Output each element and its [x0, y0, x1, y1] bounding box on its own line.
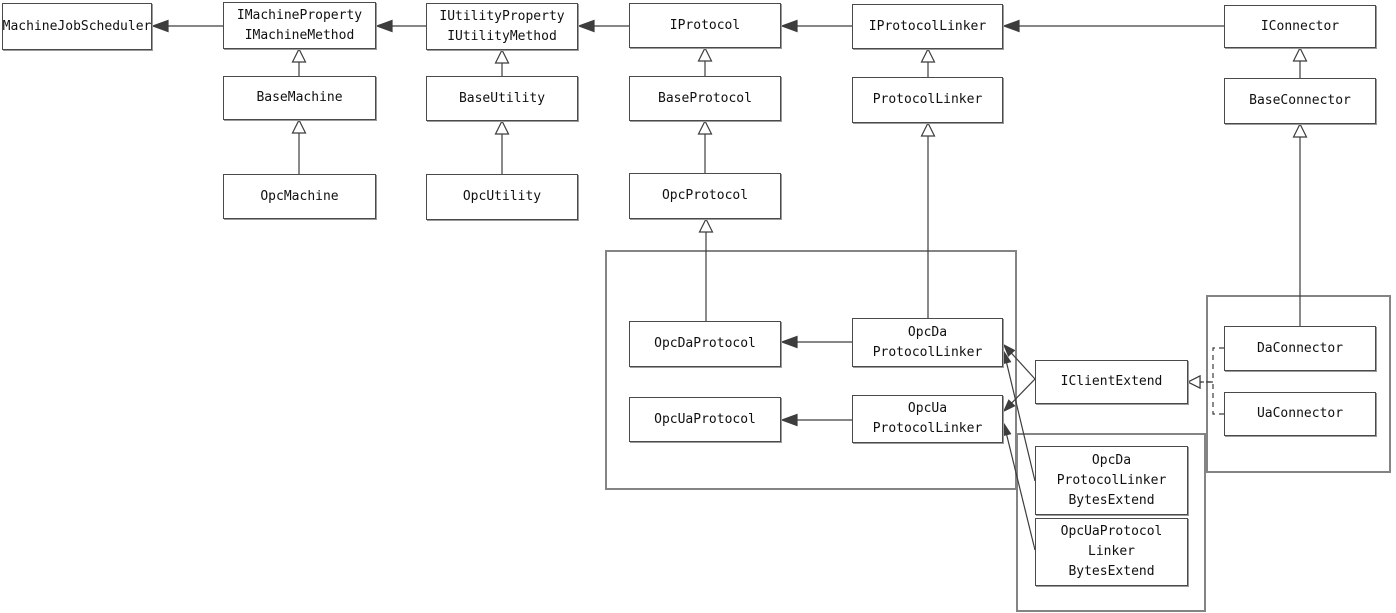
class-box-opc-ua-protocol: OpcUaProtocol — [629, 397, 781, 442]
class-box-protocol-linker: ProtocolLinker — [852, 77, 1003, 123]
class-box-opc-da-protocol: OpcDaProtocol — [629, 321, 781, 367]
hollow-arrowhead-icon — [494, 119, 510, 135]
hollow-arrowhead-icon — [1292, 46, 1308, 62]
class-label: DaConnector — [1256, 340, 1344, 356]
hollow-arrowhead-icon — [697, 46, 713, 62]
class-box-base-machine: BaseMachine — [223, 76, 376, 120]
class-label: IProtocol — [669, 17, 741, 33]
class-label: BaseUtility — [458, 90, 546, 106]
class-label: IConnector — [1260, 18, 1340, 34]
class-label: ProtocolLinker — [872, 92, 983, 107]
class-label: UaConnector — [1256, 406, 1344, 421]
class-box-machine-job-scheduler: MachineJobScheduler — [2, 3, 152, 50]
class-label: Linker — [1088, 544, 1135, 559]
filled-arrowhead-icon — [780, 19, 798, 33]
class-label: IProtocolLinker — [868, 18, 987, 34]
class-box-da-connector: DaConnector — [1224, 326, 1376, 371]
class-box-base-utility: BaseUtility — [426, 76, 578, 121]
class-box-opc-protocol: OpcProtocol — [629, 173, 781, 219]
class-label: OpcDaProtocol — [654, 336, 756, 351]
hollow-arrowhead-icon — [920, 121, 936, 137]
class-box-ua-connector: UaConnector — [1224, 392, 1376, 436]
class-label: OpcDa — [907, 324, 948, 340]
hollow-arrowhead-icon — [1186, 375, 1201, 389]
class-label: ProtocolLinker — [872, 344, 983, 360]
class-label: OpcUaProtocol — [654, 411, 756, 427]
class-label: BaseMachine — [256, 90, 343, 105]
class-label: BaseProtocol — [658, 90, 752, 106]
class-box-opc-utility: OpcUtility — [426, 174, 578, 220]
class-label: BytesExtend — [1068, 564, 1155, 579]
class-label: OpcProtocol — [661, 188, 749, 203]
class-box-base-connector: BaseConnector — [1224, 78, 1376, 124]
class-box-i-connector: IConnector — [1224, 5, 1376, 48]
class-label: IMachineProperty — [236, 7, 363, 23]
class-label: OpcMachine — [260, 188, 339, 204]
hollow-arrowhead-icon — [291, 118, 307, 134]
connector-group-container — [1206, 295, 1391, 473]
hollow-arrowhead-icon — [920, 47, 936, 63]
hollow-arrowhead-icon — [1292, 122, 1308, 138]
class-label: IMachineMethod — [244, 27, 355, 43]
filled-arrowhead-icon — [1002, 19, 1020, 33]
hollow-arrowhead-icon — [494, 48, 510, 64]
filled-arrowhead-icon — [151, 19, 169, 33]
class-label: OpcDa — [1091, 452, 1132, 468]
class-label: OpcUaProtocol — [1060, 524, 1163, 539]
class-label: IClientExtend — [1060, 374, 1163, 389]
class-box-opc-machine: OpcMachine — [223, 174, 376, 219]
class-box-i-client-extend: IClientExtend — [1035, 360, 1188, 404]
hollow-arrowhead-icon — [697, 119, 713, 135]
filled-arrowhead-icon — [375, 19, 393, 33]
class-box-i-protocol: IProtocol — [629, 3, 781, 48]
class-label: ProtocolLinker — [1056, 472, 1167, 488]
class-label: IUtilityMethod — [447, 28, 557, 44]
hollow-arrowhead-icon — [698, 217, 714, 233]
class-label: MachineJobScheduler — [2, 18, 152, 34]
class-label: ProtocolLinker — [872, 421, 983, 436]
filled-arrowhead-icon — [577, 19, 595, 33]
class-label: OpcUtility — [462, 189, 542, 204]
hollow-arrowhead-icon — [291, 47, 307, 63]
protocol-group-container — [605, 250, 1017, 490]
class-label: BaseConnector — [1249, 93, 1351, 108]
class-label: IUtilityProperty — [439, 8, 565, 24]
class-box-i-protocol-linker: IProtocolLinker — [852, 4, 1003, 49]
class-box-base-protocol: BaseProtocol — [629, 76, 781, 121]
hollow-arrowhead-icon — [1186, 375, 1201, 389]
class-label: OpcUa — [907, 401, 948, 416]
class-label: BytesExtend — [1068, 492, 1155, 508]
